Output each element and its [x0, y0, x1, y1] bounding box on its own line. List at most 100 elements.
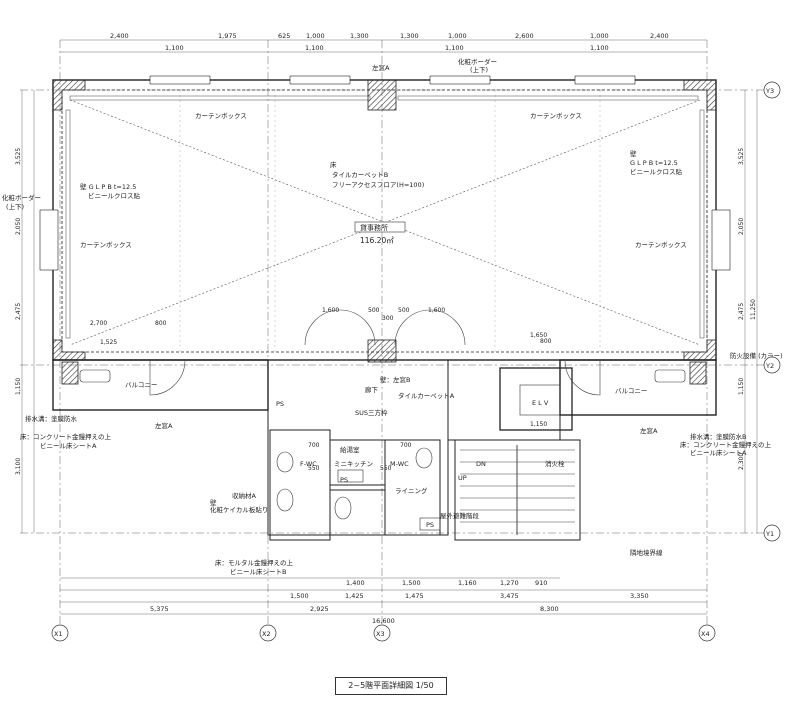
- inner-dim-8: 2,700: [90, 320, 107, 327]
- grid-lines: [20, 40, 765, 625]
- cosmetic-border-sub: (上下): [470, 65, 488, 74]
- window-a-label: 左窓A: [372, 63, 390, 72]
- curtain-box-label-2: カーテンボックス: [530, 112, 582, 120]
- floor-note-2: タイルカーペットB: [332, 170, 388, 179]
- window-a-left: 左窓A: [155, 421, 173, 430]
- inner-dim-6: 1,650: [530, 332, 547, 339]
- axis-x2: X2: [262, 630, 271, 638]
- doors: [149, 309, 601, 396]
- top-dim-2: 1,975: [218, 32, 237, 40]
- top-windows: [39, 75, 731, 271]
- left-dim-4: 1,150: [15, 378, 22, 395]
- wall-note-right-1: G L P B t=12.5: [630, 159, 678, 167]
- bottom-dim-4: 1,270: [500, 579, 519, 587]
- top-subdim-2: 1,100: [305, 44, 324, 52]
- room-name: 貸事務所: [360, 223, 388, 232]
- outdoor-stair-label: 屋外避難階段: [440, 511, 480, 520]
- inner-dim-13: 1,150: [530, 421, 547, 428]
- fixtures: [79, 369, 686, 531]
- tile-carpet-a-label: タイルカーペットA: [398, 391, 455, 400]
- top-subdim-4: 1,100: [590, 44, 609, 52]
- left-dim-2: 2,050: [15, 218, 22, 235]
- curtain-box-label-4: カーテンボックス: [635, 241, 687, 249]
- axis-y2: Y2: [765, 362, 774, 370]
- mini-kitchen-label: ミニキッチン: [334, 460, 373, 468]
- wall-note-right-2: ビニールクロス貼: [630, 167, 683, 176]
- ps-label-1: PS: [276, 400, 284, 408]
- inner-dim-15: 800: [540, 338, 552, 345]
- balcony-left: バルコニー: [125, 381, 157, 389]
- left-dim-1: 3,525: [15, 148, 22, 165]
- stair-up-label: UP: [458, 474, 467, 482]
- inner-dim-4: 500: [398, 307, 410, 314]
- top-dim-10: 2,400: [650, 32, 669, 40]
- left-dim-5: 3,100: [15, 458, 22, 475]
- elv-label: E L V: [532, 399, 549, 407]
- columns: [52, 79, 717, 385]
- mortar-note-1: 床：モルタル金鏝押えの上: [215, 558, 294, 567]
- land-boundary-label: 隣地境界線: [630, 548, 663, 557]
- top-dim-5: 1,300: [350, 32, 369, 40]
- left-dim-3: 2,475: [15, 303, 22, 320]
- wall-note-left-1: 壁 G L P B t=12.5: [80, 182, 136, 191]
- wc-f-label: F-WC: [300, 460, 317, 468]
- floor-note-3: フリーアクセスフロア(H=100): [332, 181, 424, 189]
- ps-label-2: PS: [340, 476, 348, 484]
- wall-toilet-2: 化粧ケイカル板貼り: [210, 505, 268, 514]
- storage-label: 収納材A: [232, 491, 257, 500]
- stair-dn-label: DN: [476, 460, 486, 468]
- drain-note-r3: ビニール床シートA: [690, 448, 747, 457]
- ps-label-3: PS: [426, 521, 434, 529]
- right-dim-4: 1,150: [738, 378, 745, 395]
- top-subdim-1: 1,100: [165, 44, 184, 52]
- bottom-dim-3: 1,160: [458, 579, 477, 587]
- curtain-boxes: [65, 95, 705, 339]
- inner-dim-10: 700: [308, 442, 320, 449]
- axis-y3: Y3: [765, 87, 774, 95]
- balcony-right: バルコニー: [615, 387, 647, 395]
- curtain-box-label-3: カーテンボックス: [80, 241, 132, 249]
- bottom-dim3-3: 8,300: [540, 605, 559, 613]
- bottom-dim3-1: 5,375: [150, 605, 169, 613]
- top-dim-3: 625: [278, 32, 290, 40]
- floor-note-1: 床: [330, 160, 337, 169]
- mortar-note-2: ビニール床シートB: [230, 567, 286, 576]
- axis-bubbles: [51, 81, 781, 642]
- cosmetic-border-left: 化粧ボーダー: [2, 193, 41, 202]
- right-dim-2: 2,050: [738, 218, 745, 235]
- cosmetic-border-left-sub: (上下): [6, 202, 24, 211]
- wall-note-left-2: ビニールクロス貼: [88, 191, 141, 200]
- drain-note-2: 床：コンクリート金鏝押えの上: [20, 432, 112, 441]
- top-dim-9: 1,000: [590, 32, 609, 40]
- wall-toilet-1: 壁: [210, 498, 217, 507]
- bottom-dim2-1: 1,500: [290, 592, 309, 600]
- top-dim-4: 1,000: [306, 32, 325, 40]
- bottom-dim3-2: 2,925: [310, 605, 329, 613]
- total-dim: 16,600: [372, 617, 395, 625]
- drawing-title: 2~5階平面詳細図 1/50: [335, 677, 447, 695]
- cosmetic-border-label: 化粧ボーダー: [458, 57, 497, 66]
- axis-y1: Y1: [765, 530, 774, 538]
- stairs: [460, 445, 575, 535]
- right-dim-5: 2,300: [738, 453, 745, 470]
- inner-dim-7: 800: [155, 320, 167, 327]
- bottom-dim-2: 1,500: [402, 579, 421, 587]
- bottom-dim2-4: 3,475: [500, 592, 519, 600]
- top-dim-1: 2,400: [110, 32, 129, 40]
- top-dim-8: 2,600: [515, 32, 534, 40]
- kyutoshitsu-label: 給湯室: [340, 445, 360, 454]
- inner-dim-9: 1,525: [100, 339, 117, 346]
- curtain-box-label-1: カーテンボックス: [195, 112, 247, 120]
- interior-guides: [179, 90, 601, 352]
- drain-note-r1: 排水溝：塗膜防水B: [690, 432, 746, 441]
- axis-x4: X4: [701, 630, 710, 638]
- inner-dim-14: 550: [380, 465, 392, 472]
- shokaki-label: 消火栓: [545, 459, 565, 468]
- axis-x3: X3: [376, 630, 385, 638]
- wc-m-label: M-WC: [390, 460, 409, 468]
- top-dim-6: 1,300: [400, 32, 419, 40]
- drain-note-1: 排水溝：塗膜防水: [25, 414, 78, 423]
- inner-dim-3: 300: [382, 315, 394, 322]
- inner-dim-2: 500: [368, 307, 380, 314]
